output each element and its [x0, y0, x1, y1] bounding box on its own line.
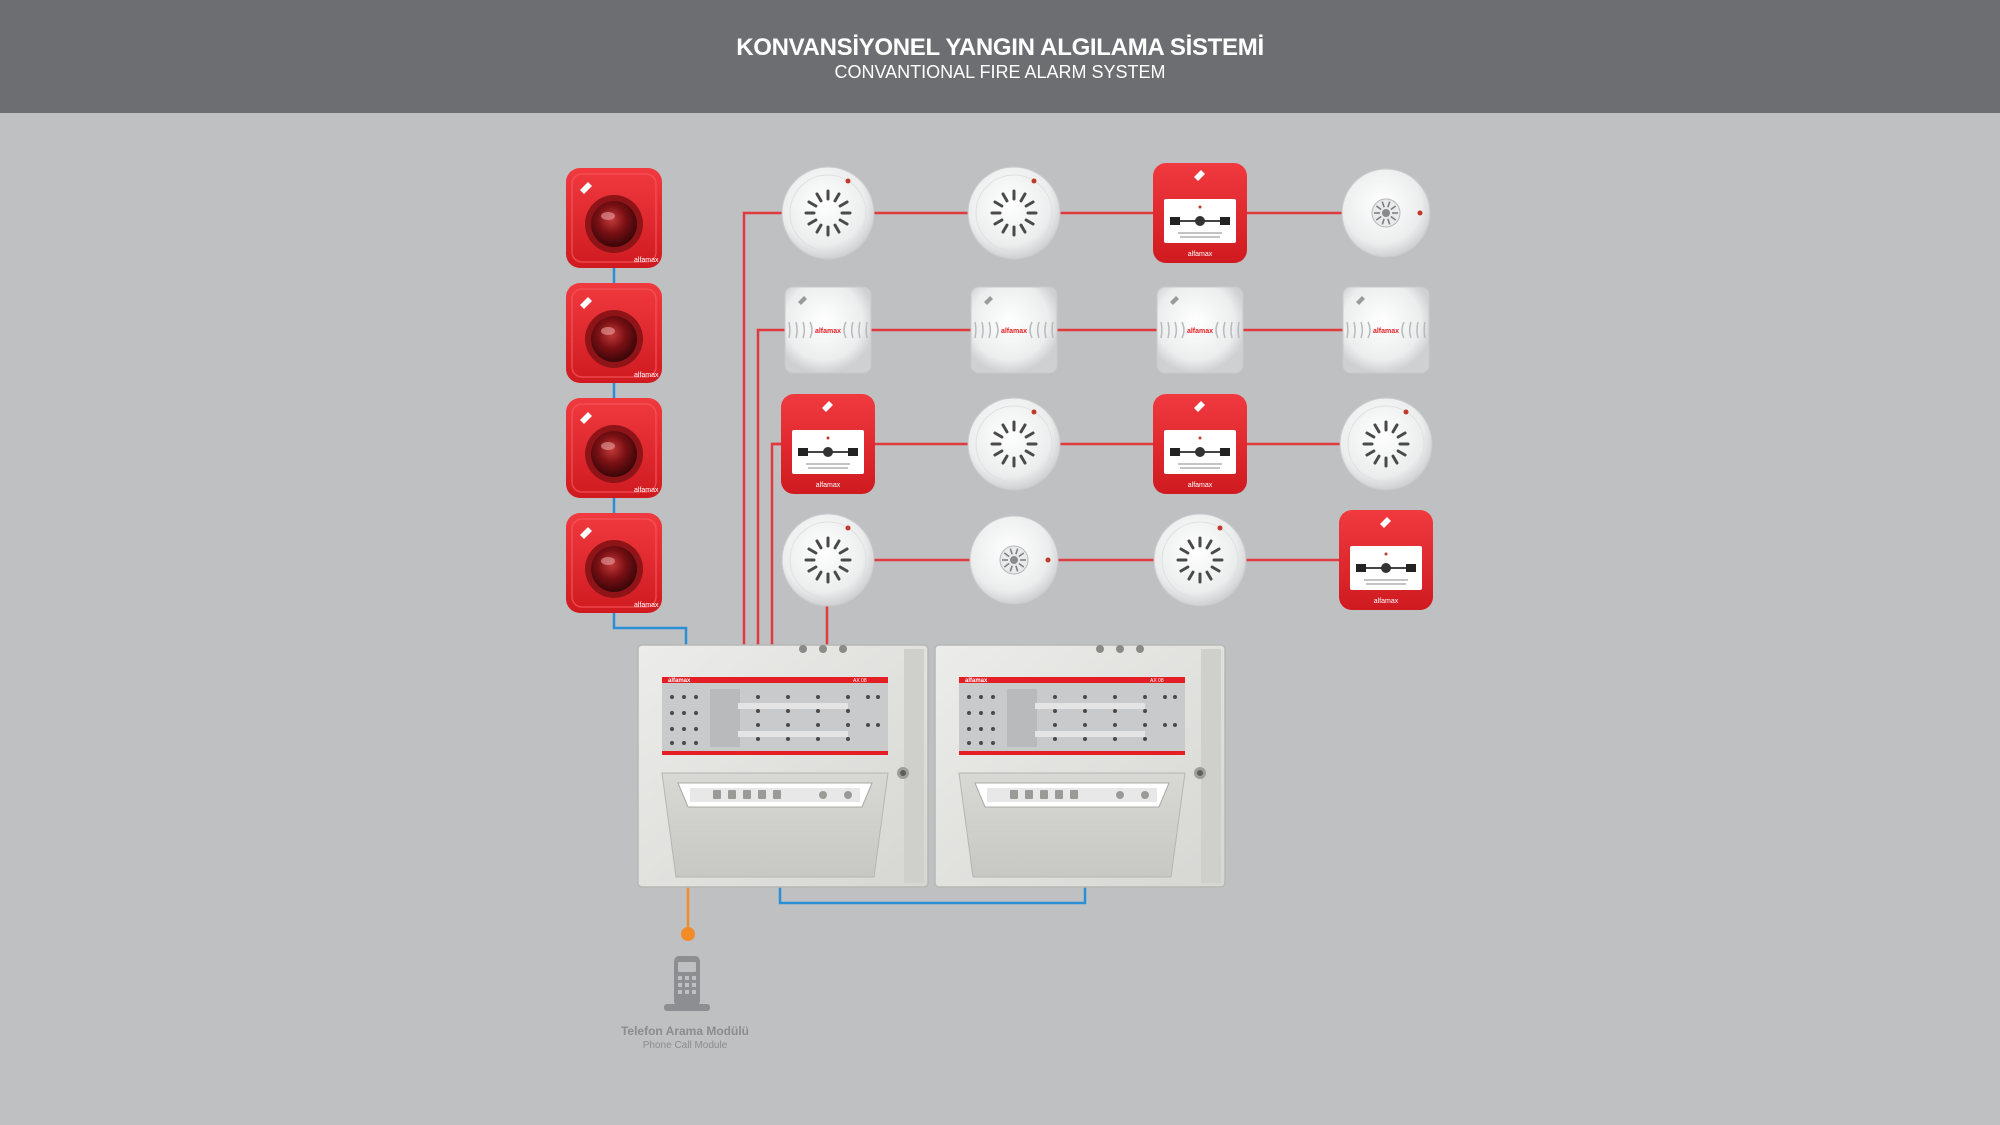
sounder-4: alfamax: [566, 513, 662, 613]
svg-text:alfamax: alfamax: [634, 372, 659, 379]
panel-link-wire: [778, 885, 1087, 905]
smoke-detector-r4c1: [781, 513, 875, 607]
square-detector-r2c2: alfamax: [970, 286, 1058, 374]
page-title: KONVANSİYONEL YANGIN ALGILAMA SİSTEMİ: [736, 34, 1264, 61]
smoke-detector-r3c2: [967, 397, 1061, 491]
sounder-column: alfamax alfamax alfamax al: [566, 168, 662, 613]
header-bar: KONVANSİYONEL YANGIN ALGILAMA SİSTEMİ CO…: [0, 0, 2000, 113]
square-detector-r2c4: alfamax: [1342, 286, 1430, 374]
svg-text:AX 08: AX 08: [853, 678, 867, 684]
svg-text:alfamax: alfamax: [634, 487, 659, 494]
detector-grid: alfamax alfamax alfamax alfamax alfamax alfam…: [781, 163, 1433, 610]
control-panel-1: alfamax AX 08: [637, 644, 929, 888]
smoke-detector-r3c4: [1339, 397, 1433, 491]
phone-icon: [664, 956, 710, 1011]
svg-text:alfamax: alfamax: [1373, 328, 1399, 335]
sounder-3: alfamax: [566, 398, 662, 498]
sounder-1: alfamax: [566, 168, 662, 268]
manual-call-point-r4c4: alfamax: [1339, 510, 1433, 610]
page-subtitle: CONVANTIONAL FIRE ALARM SYSTEM: [834, 62, 1166, 82]
smoke-detector-r1c2: [967, 166, 1061, 260]
manual-call-point-r1c3: alfamax: [1153, 163, 1247, 263]
svg-text:alfamax: alfamax: [1188, 482, 1213, 489]
svg-text:alfamax: alfamax: [634, 602, 659, 609]
svg-text:AX 08: AX 08: [1150, 678, 1164, 684]
square-detector-r2c3: alfamax: [1156, 286, 1244, 374]
svg-text:alfamax: alfamax: [1374, 598, 1399, 605]
svg-text:alfamax: alfamax: [1001, 328, 1027, 335]
heat-detector-r4c2: [969, 515, 1059, 605]
svg-text:alfamax: alfamax: [1187, 328, 1213, 335]
manual-call-point-r3c3: alfamax: [1153, 394, 1247, 494]
phone-junction-dot: [681, 927, 695, 941]
smoke-detector-r4c3: [1153, 513, 1247, 607]
svg-text:alfamax: alfamax: [668, 678, 691, 684]
phone-module-sublabel: Phone Call Module: [642, 1040, 728, 1051]
loop-4-wire: [825, 558, 1420, 645]
svg-text:alfamax: alfamax: [815, 328, 841, 335]
control-panels: alfamax AX 08: [637, 644, 1226, 888]
svg-text:alfamax: alfamax: [816, 482, 841, 489]
manual-call-point-r3c1: alfamax: [781, 394, 875, 494]
phone-module-label: Telefon Arama Modülü: [620, 1024, 749, 1038]
control-panel-2: alfamax AX 08: [934, 644, 1226, 888]
smoke-detector-r1c1: [781, 166, 875, 260]
svg-text:alfamax: alfamax: [634, 257, 659, 264]
square-detector-r2c1: alfamax: [784, 286, 872, 374]
sounder-2: alfamax: [566, 283, 662, 383]
svg-text:alfamax: alfamax: [965, 678, 988, 684]
phone-wiring: [681, 885, 695, 941]
svg-text:alfamax: alfamax: [1188, 251, 1213, 258]
heat-detector-r1c4: [1341, 168, 1431, 258]
